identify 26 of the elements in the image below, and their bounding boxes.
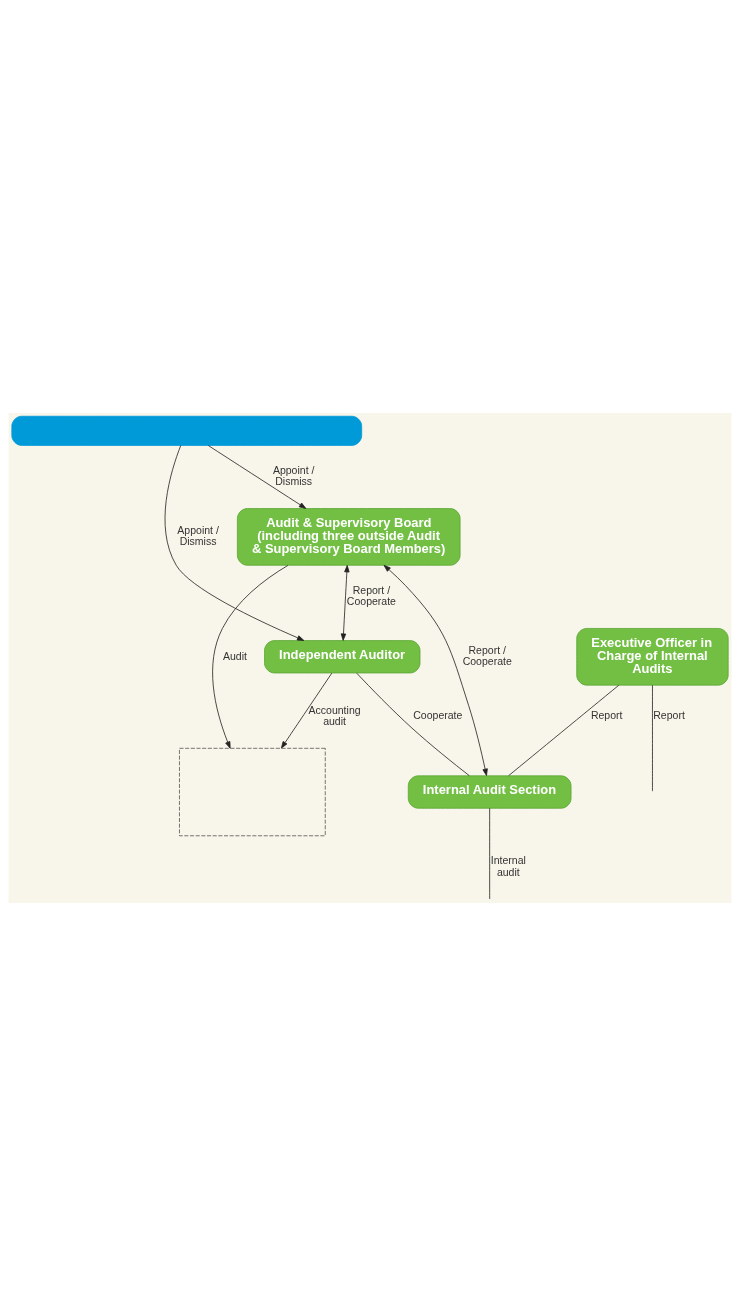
edge-label: Internal audit — [490, 853, 526, 878]
arrow — [383, 564, 488, 776]
node-bar — [11, 415, 363, 446]
edge-label: Report — [590, 708, 623, 721]
connector — [508, 684, 620, 776]
arrow — [212, 564, 289, 749]
node-box — [179, 747, 326, 836]
edge-label: Appoint / Dismiss — [272, 463, 315, 487]
edge-label: Audit — [222, 649, 247, 662]
edge-label: Cooperate — [413, 708, 463, 721]
node-box: Independent Auditor — [264, 639, 421, 673]
connector — [489, 807, 491, 899]
edge-label: Accounting audit — [308, 703, 361, 727]
connector — [652, 684, 653, 792]
arrow — [207, 444, 307, 509]
node-box: Executive Officer in Charge of Internal Audits — [576, 627, 729, 686]
node-box: Audit & Supervisory Board (including three outside Audit & Supervisory Board Members) — [236, 507, 461, 566]
edge-label: Report / Cooperate — [462, 643, 512, 667]
node-box: Internal Audit Section — [407, 774, 572, 809]
connector — [356, 672, 470, 776]
arrow — [340, 564, 350, 641]
edge-label: Report / Cooperate — [346, 583, 396, 607]
edge-label: Report — [653, 708, 685, 721]
edge-label: Appoint / Dismiss — [177, 523, 219, 547]
arrow — [164, 444, 305, 641]
arrow — [281, 672, 333, 748]
